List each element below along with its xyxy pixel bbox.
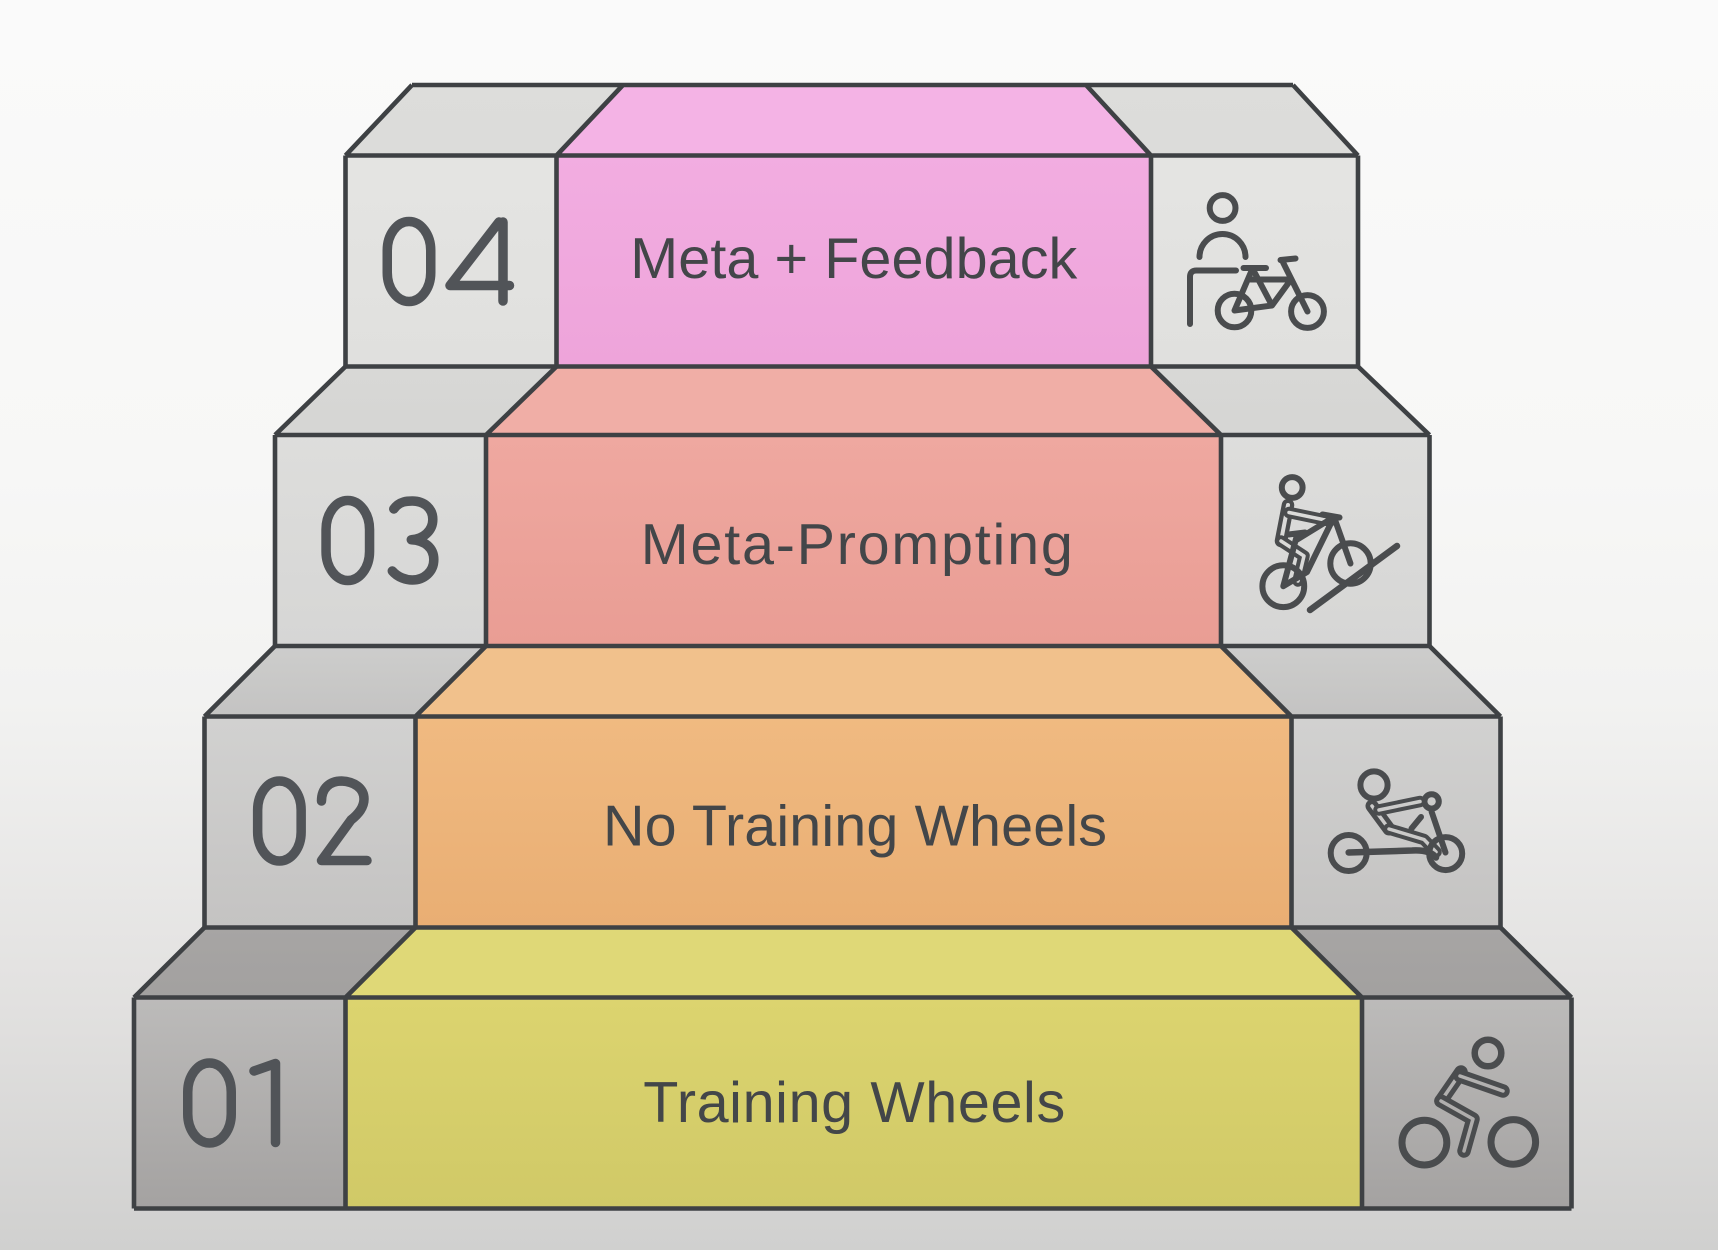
svg-text:Training Wheels: Training Wheels (643, 1071, 1065, 1135)
svg-text:No Training Wheels: No Training Wheels (603, 795, 1107, 859)
svg-text:Meta-Prompting: Meta-Prompting (641, 513, 1073, 577)
svg-text:Meta + Feedback: Meta + Feedback (630, 227, 1077, 291)
